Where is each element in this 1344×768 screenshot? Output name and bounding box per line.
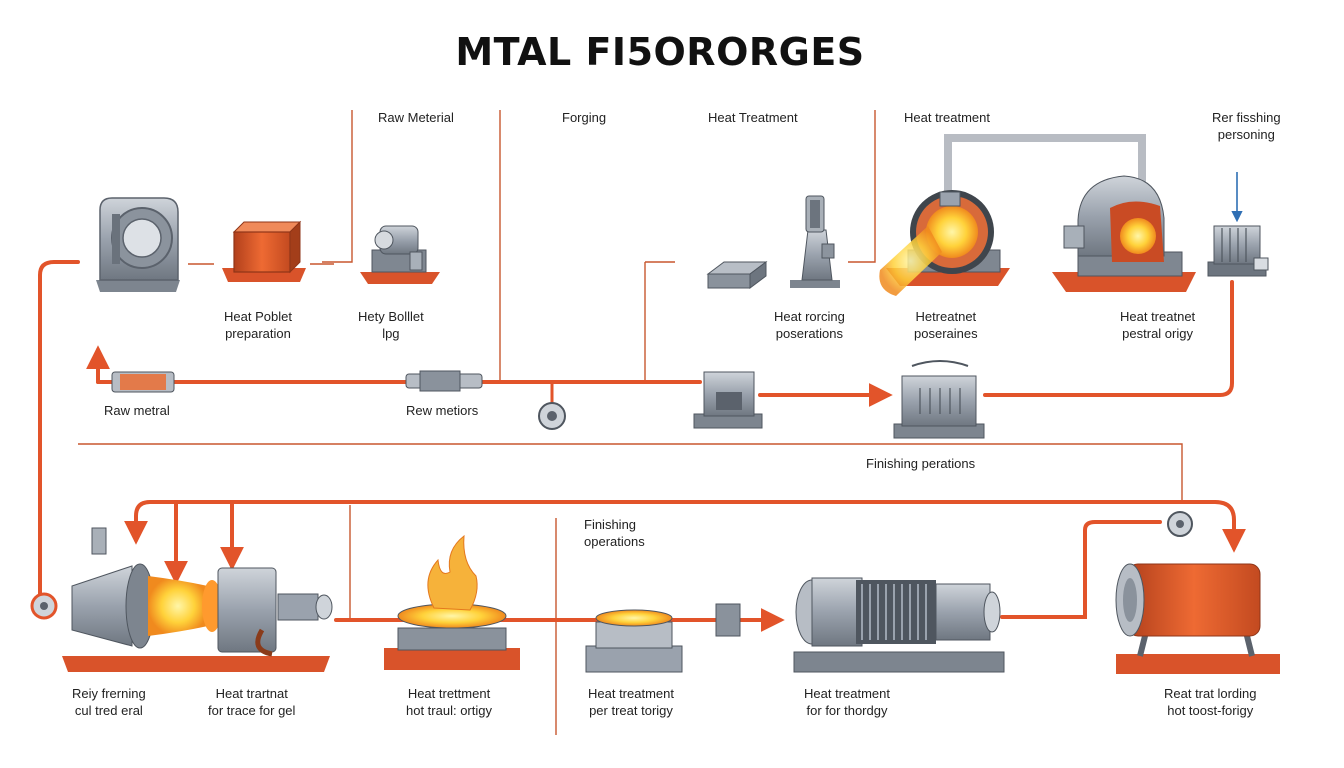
billet-block-icon [222,220,306,282]
housing-machine-icon [96,197,180,292]
label-raw-metral: Raw metral [104,403,170,418]
electric-motor-icon [793,577,1005,673]
process-flow [38,260,1246,632]
gauge-icon [538,384,566,430]
heat-drum-icon [1115,563,1280,674]
pipe [944,134,1146,209]
header-forging: Forging [562,110,607,125]
metal-bar-icon [706,261,768,289]
heat-treater-icon [1052,175,1196,292]
heat-furnace-icon [879,190,1010,296]
forging-hammer-icon [790,195,840,288]
gauge-right-icon [1167,511,1193,537]
finishing-unit-icon [1207,225,1269,277]
roll-forming-machine-icon [62,527,333,672]
header-heat-treatment-1: Heat Treatment [708,110,798,125]
billet-press-icon [360,225,440,284]
header-raw-material: Raw Meterial [378,110,454,125]
coupling-block-icon [715,603,741,637]
rod-coupling-icon [405,370,483,392]
guide-lines [78,110,1183,735]
header-finishing: Rer fisshing personing [1212,110,1281,142]
gauge-left-icon [30,592,58,620]
label-finishing-perations: Finishing perations [866,456,976,471]
header-heat-treatment-2: Heat treatment [904,110,990,125]
cooling-press-icon [893,360,985,439]
press-unit-icon [693,371,763,429]
diagram-title: MTAL FI5ORORGES [455,30,865,74]
small-ladle-icon [585,609,683,673]
rod-connector-icon [111,371,175,393]
ladle-furnace-icon [384,534,520,670]
label-rew-metiors: Rew metiors [406,403,479,418]
